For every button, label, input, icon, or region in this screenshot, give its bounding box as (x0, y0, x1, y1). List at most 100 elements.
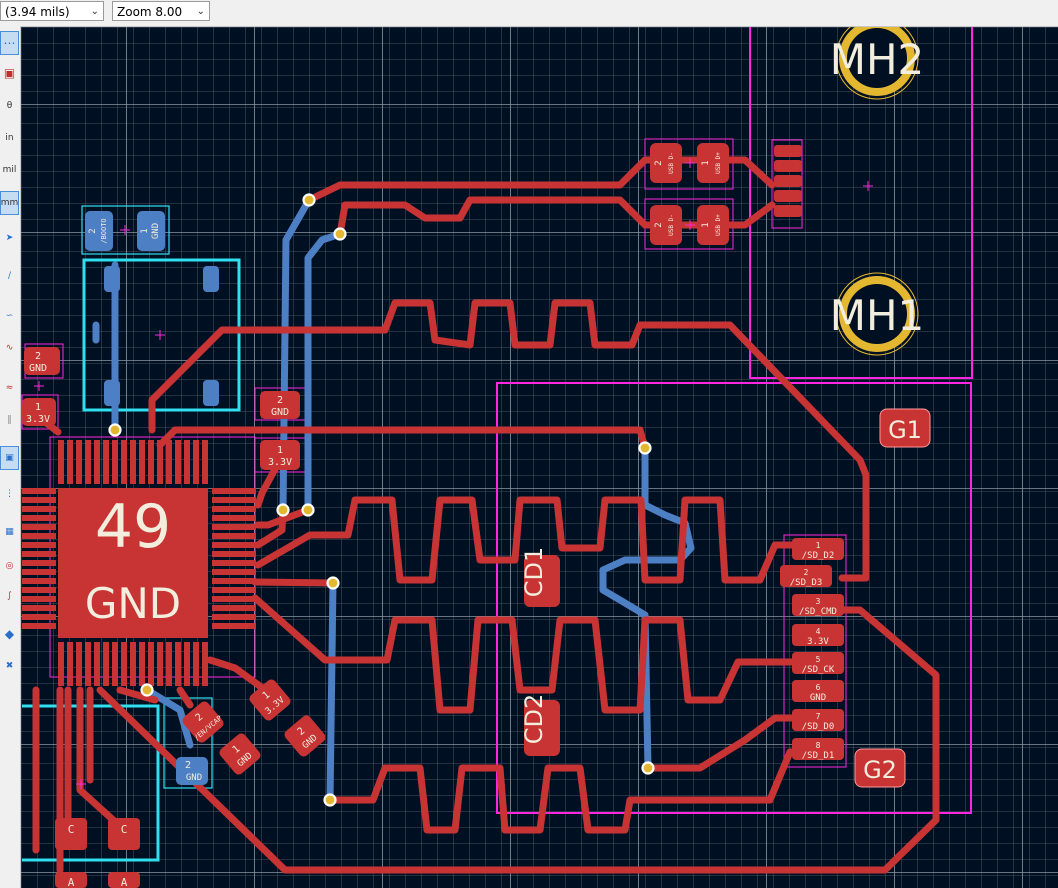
pcb-canvas[interactable]: 49 GND MH2 MH1 G1 G2 CD1 CD2 1 /SD_D2 (21, 27, 1058, 888)
front-copper-tracks (32, 156, 940, 874)
svg-text:8: 8 (816, 741, 821, 750)
curved-ratsnest-icon: ∽ (5, 311, 14, 321)
svg-text:A: A (121, 876, 128, 888)
chevron-down-icon: ⌄ (196, 6, 205, 17)
capacitor-cd1[interactable]: CD1 (520, 547, 560, 607)
svg-text:/SD_D3: /SD_D3 (790, 578, 823, 588)
svg-text:2: 2 (194, 712, 206, 724)
grid-toggle-button[interactable]: ⋯ (0, 31, 19, 55)
sd-card-courtyard (496, 382, 972, 814)
track-outline-button[interactable]: ≈ (0, 376, 19, 400)
fiducial-g1[interactable]: G1 (879, 408, 931, 448)
highlight-button[interactable]: ▣ (0, 446, 19, 470)
svg-text:1: 1 (261, 690, 273, 702)
svg-text:7: 7 (816, 712, 821, 721)
units-inch-label: in (5, 133, 14, 143)
via-icon: ‖ (7, 415, 12, 425)
inspect-icon: ∫ (7, 591, 12, 601)
diag-pad-gnd2: 1 GND (219, 733, 261, 775)
sd-holder-courtyard (749, 27, 973, 379)
pad-left-gnd: 2 GND (24, 347, 60, 375)
svg-text:2: 2 (654, 222, 664, 227)
zone-icon: ∿ (5, 343, 14, 353)
sd-pin-2: 2 /SD_D3 (780, 565, 832, 588)
lock-button[interactable]: ▣ (0, 61, 19, 85)
measure-icon: ◎ (5, 561, 14, 571)
svg-text:2: 2 (88, 228, 98, 233)
mounting-hole-mh2[interactable]: MH2 (830, 27, 925, 100)
fiducial-g2[interactable]: G2 (854, 748, 906, 788)
svg-text:2: 2 (35, 351, 41, 362)
polar-coords-button[interactable]: θ (0, 94, 19, 118)
button-outline (82, 258, 241, 412)
zoom-select[interactable]: Zoom 8.00 ⌄ (112, 1, 210, 21)
via-display-button[interactable]: ‖ (0, 408, 19, 432)
units-mil-label: mil (2, 165, 17, 175)
svg-text:3.3V: 3.3V (807, 637, 829, 647)
cd2-label: CD2 (520, 694, 548, 745)
pad-left-3v3: 1 3.3V (22, 398, 56, 426)
mh2-label: MH2 (830, 35, 925, 84)
pad-net: GND (85, 579, 181, 628)
qfn-pins (22, 440, 256, 686)
usb-resistor-top: 2 USB D- 1 USB D+ (650, 143, 729, 183)
svg-text:3.3V: 3.3V (26, 414, 50, 425)
grid-size-value: (3.94 mils) (5, 5, 70, 19)
sd-pin-8: 8 /SD_D1 (792, 738, 844, 761)
svg-text:A: A (68, 876, 75, 888)
ratsnest-icon: ∕ (7, 271, 12, 281)
svg-text:1: 1 (701, 222, 711, 227)
grid-size-select[interactable]: (3.94 mils) ⌄ (0, 1, 104, 21)
ratsnest-button[interactable]: ∕ (0, 264, 19, 288)
svg-text:USB D+: USB D+ (715, 214, 722, 236)
appearance-icon: ◆ (4, 627, 15, 641)
capacitor-cd2[interactable]: CD2 (520, 694, 560, 756)
svg-text:GND: GND (810, 693, 826, 703)
pad-3v3-cap: 1 3.3V (260, 440, 300, 470)
svg-text:6: 6 (816, 683, 821, 692)
measure-button[interactable]: ◎ (0, 554, 19, 578)
svg-text:2: 2 (277, 395, 283, 406)
sd-pin-1: 1 /SD_D2 (792, 538, 844, 561)
svg-text:C: C (121, 823, 128, 836)
layers-icon: ⋮ (5, 489, 14, 499)
svg-text:USB D-: USB D- (668, 214, 675, 236)
svg-text:GND: GND (151, 223, 161, 239)
svg-text:5: 5 (816, 655, 821, 664)
inspect-button[interactable]: ∫ (0, 584, 19, 608)
units-inch-button[interactable]: in (0, 126, 19, 150)
svg-text:/SD_CMD: /SD_CMD (799, 607, 837, 617)
net-inspector-button[interactable]: ▦ (0, 520, 19, 544)
mounting-hole-mh1[interactable]: MH1 (830, 272, 925, 356)
cursor-icon: ➤ (5, 233, 14, 243)
sd-pin-4: 4 3.3V (792, 624, 844, 647)
svg-text:1: 1 (231, 744, 243, 756)
polar-icon: θ (6, 101, 13, 111)
curved-ratsnest-button[interactable]: ∽ (0, 304, 19, 328)
sd-pin-7: 7 /SD_D0 (792, 709, 844, 732)
g1-label: G1 (888, 416, 922, 444)
tools-button[interactable]: ✖ (0, 654, 19, 678)
svg-text:/SD_D0: /SD_D0 (802, 722, 835, 732)
diag-pad-3v3: 1 3.3V (249, 679, 291, 721)
bottom-left-parts: C C A A (55, 818, 140, 888)
appearance-button[interactable]: ◆ (0, 622, 19, 646)
zone-fill-button[interactable]: ∿ (0, 336, 19, 360)
svg-text:2: 2 (296, 726, 308, 738)
highlight-icon: ▣ (5, 453, 14, 463)
left-toolbar: ⋯ ▣ θ in mil mm ➤ ∕ ∽ ∿ ≈ ‖ ▣ ⋮ ▦ ◎ ∫ (0, 26, 21, 888)
svg-text:1: 1 (140, 228, 150, 233)
lock-icon: ▣ (3, 66, 16, 80)
svg-text:2: 2 (185, 760, 191, 771)
exposed-pad-49[interactable]: 49 GND (58, 488, 208, 638)
cursor-button[interactable]: ➤ (0, 226, 19, 250)
diag-pad-gnd: 2 GND (284, 715, 326, 757)
courtyards (496, 27, 973, 814)
svg-text:/SD_CK: /SD_CK (802, 665, 835, 675)
sd-card-pins: 1 /SD_D2 2 /SD_D3 3 /SD_CMD 4 3.3V 5 /SD… (780, 538, 844, 761)
units-mm-button[interactable]: mm (0, 191, 19, 215)
layer-display-button[interactable]: ⋮ (0, 482, 19, 506)
units-mil-button[interactable]: mil (0, 158, 19, 182)
sd-pin-6: 6 GND (792, 680, 844, 703)
origin-marks (34, 158, 873, 789)
